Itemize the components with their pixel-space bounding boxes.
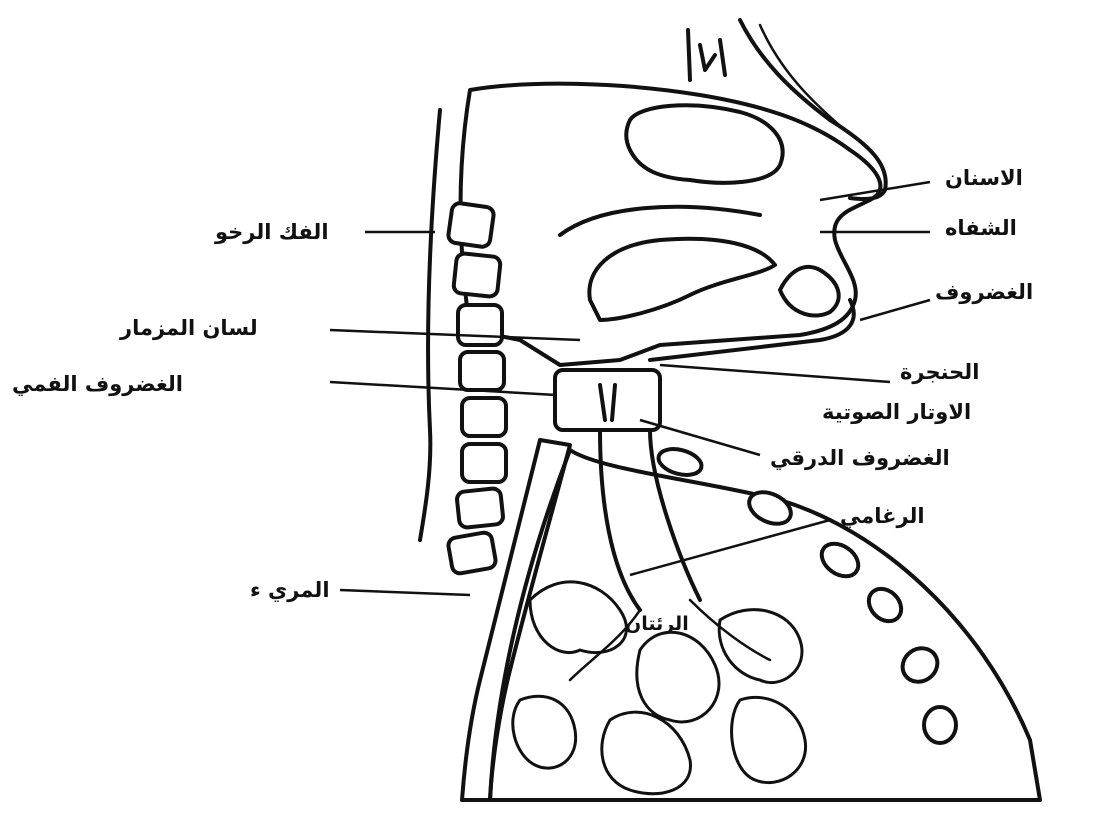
label-teeth: الاسنان: [945, 168, 1023, 189]
tongue: [589, 239, 775, 320]
label-vocal-cords: الاوتار الصوتية: [822, 402, 971, 423]
nose-inner: [760, 25, 845, 130]
spine-outline: [420, 110, 440, 540]
label-epiglottis: لسان المزمار: [120, 318, 258, 339]
label-cartilage: الغضروف: [935, 282, 1033, 303]
label-soft-palate: الفك الرخو: [215, 222, 329, 243]
label-lungs: الرئتان: [625, 615, 689, 634]
vocal-folds: [600, 385, 615, 420]
hard-palate: [560, 207, 760, 235]
label-larynx: الحنجرة: [900, 362, 979, 383]
lower-lip-chin: [780, 267, 839, 316]
nostril-hairs: [688, 30, 725, 80]
label-mucous: الرغامي: [840, 506, 925, 527]
nasal-cavity: [626, 105, 782, 182]
head-region: [461, 84, 881, 365]
label-cricoid-cartilage: الغضروف الدرقي: [770, 448, 950, 469]
label-arytenoid: الغضروف الفمي: [12, 374, 183, 395]
label-esophagus: المري ء: [250, 580, 330, 601]
label-lips: الشفاه: [945, 218, 1017, 239]
